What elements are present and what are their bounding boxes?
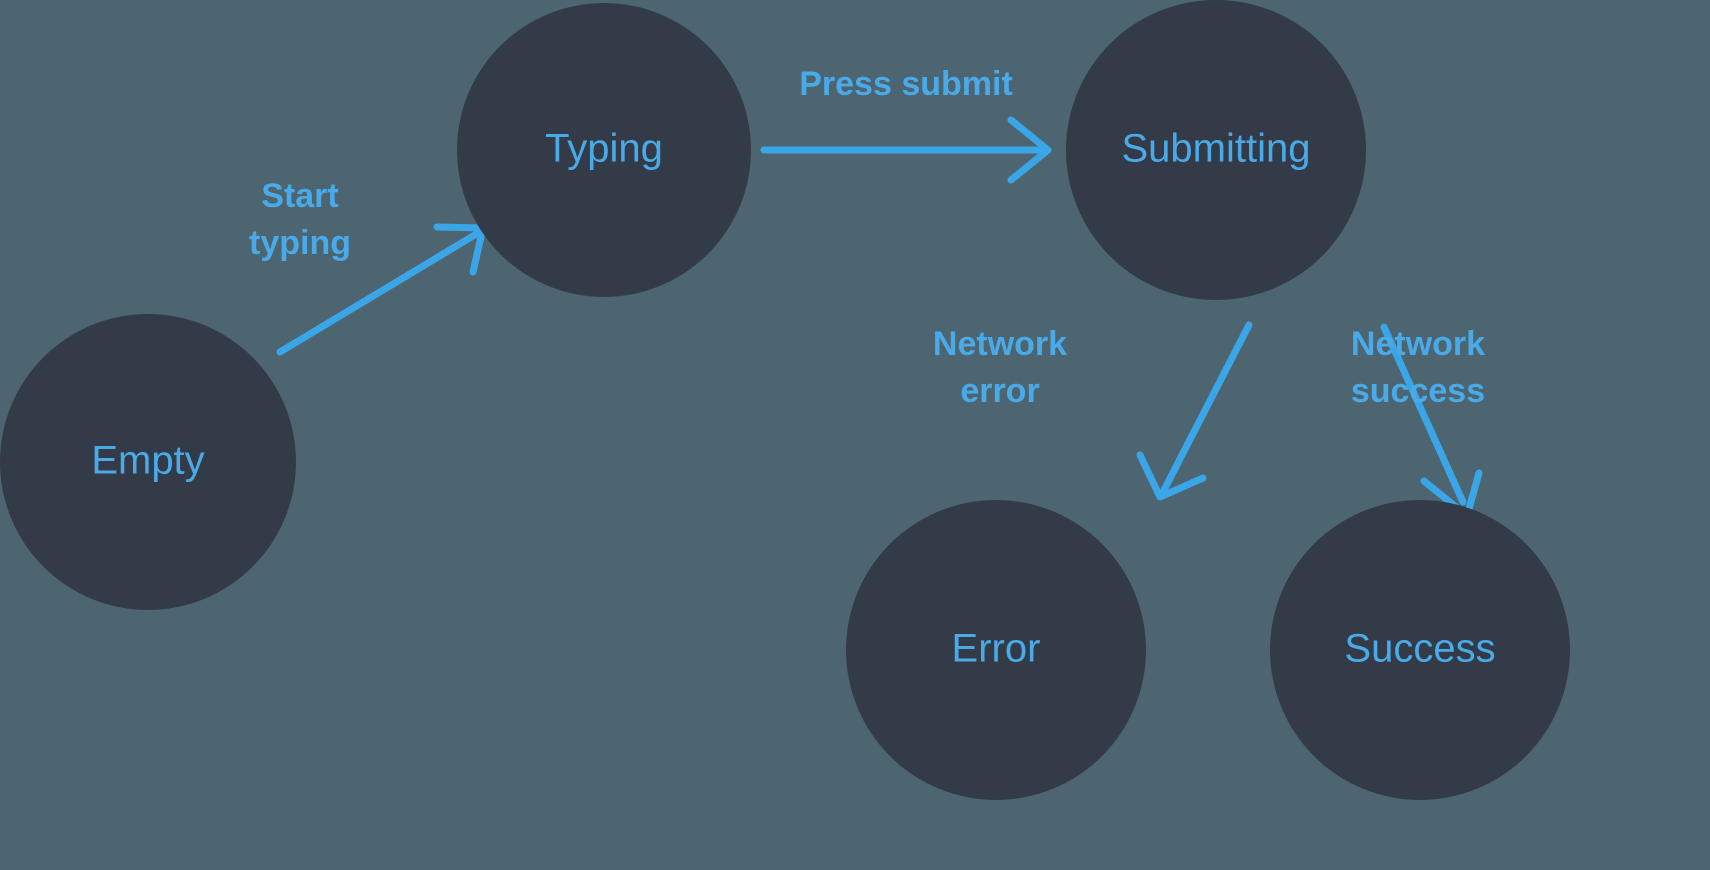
edge-submitting-to-error[interactable] [1136,321,1253,501]
state-circle-success [1270,500,1570,800]
state-label-error: Error [952,627,1041,671]
state-label-typing: Typing [545,127,663,171]
edge-label-line-1: Network [1351,325,1485,363]
edge-line-empty-to-typing [276,229,482,356]
edge-label-line-1: Start [261,177,338,215]
state-node-submitting[interactable]: Submitting [1066,0,1366,300]
edge-line-submitting-to-success [1380,323,1467,506]
arrowhead-typing-to-submitting [1007,116,1052,184]
edge-label-line-1: Network [933,325,1067,363]
state-node-empty[interactable]: Empty [0,314,296,610]
state-node-typing[interactable]: Typing [457,3,751,297]
edge-label-submitting-to-error: Network error [933,325,1067,410]
state-label-empty: Empty [91,439,204,483]
arrowhead-submitting-to-error [1136,451,1207,501]
edge-label-line-2: typing [249,224,351,262]
edge-label-line-2: error [960,372,1039,410]
state-circle-empty [0,314,296,610]
edge-label-empty-to-typing: Start typing [249,177,351,262]
state-label-success: Success [1344,627,1495,671]
edge-label-line-1: Press submit [799,65,1013,103]
edge-typing-to-submitting[interactable] [760,116,1052,184]
edge-label-typing-to-submitting: Press submit [799,65,1013,103]
state-circle-submitting [1066,0,1366,300]
edge-line-submitting-to-error [1159,321,1253,496]
state-node-success[interactable]: Success [1270,500,1570,800]
state-circle-error [846,500,1146,800]
edge-label-submitting-to-success: Network success [1351,325,1485,410]
state-node-error[interactable]: Error [846,500,1146,800]
edge-label-line-2: success [1351,372,1485,410]
state-circle-typing [457,3,751,297]
state-label-submitting: Submitting [1122,127,1311,171]
